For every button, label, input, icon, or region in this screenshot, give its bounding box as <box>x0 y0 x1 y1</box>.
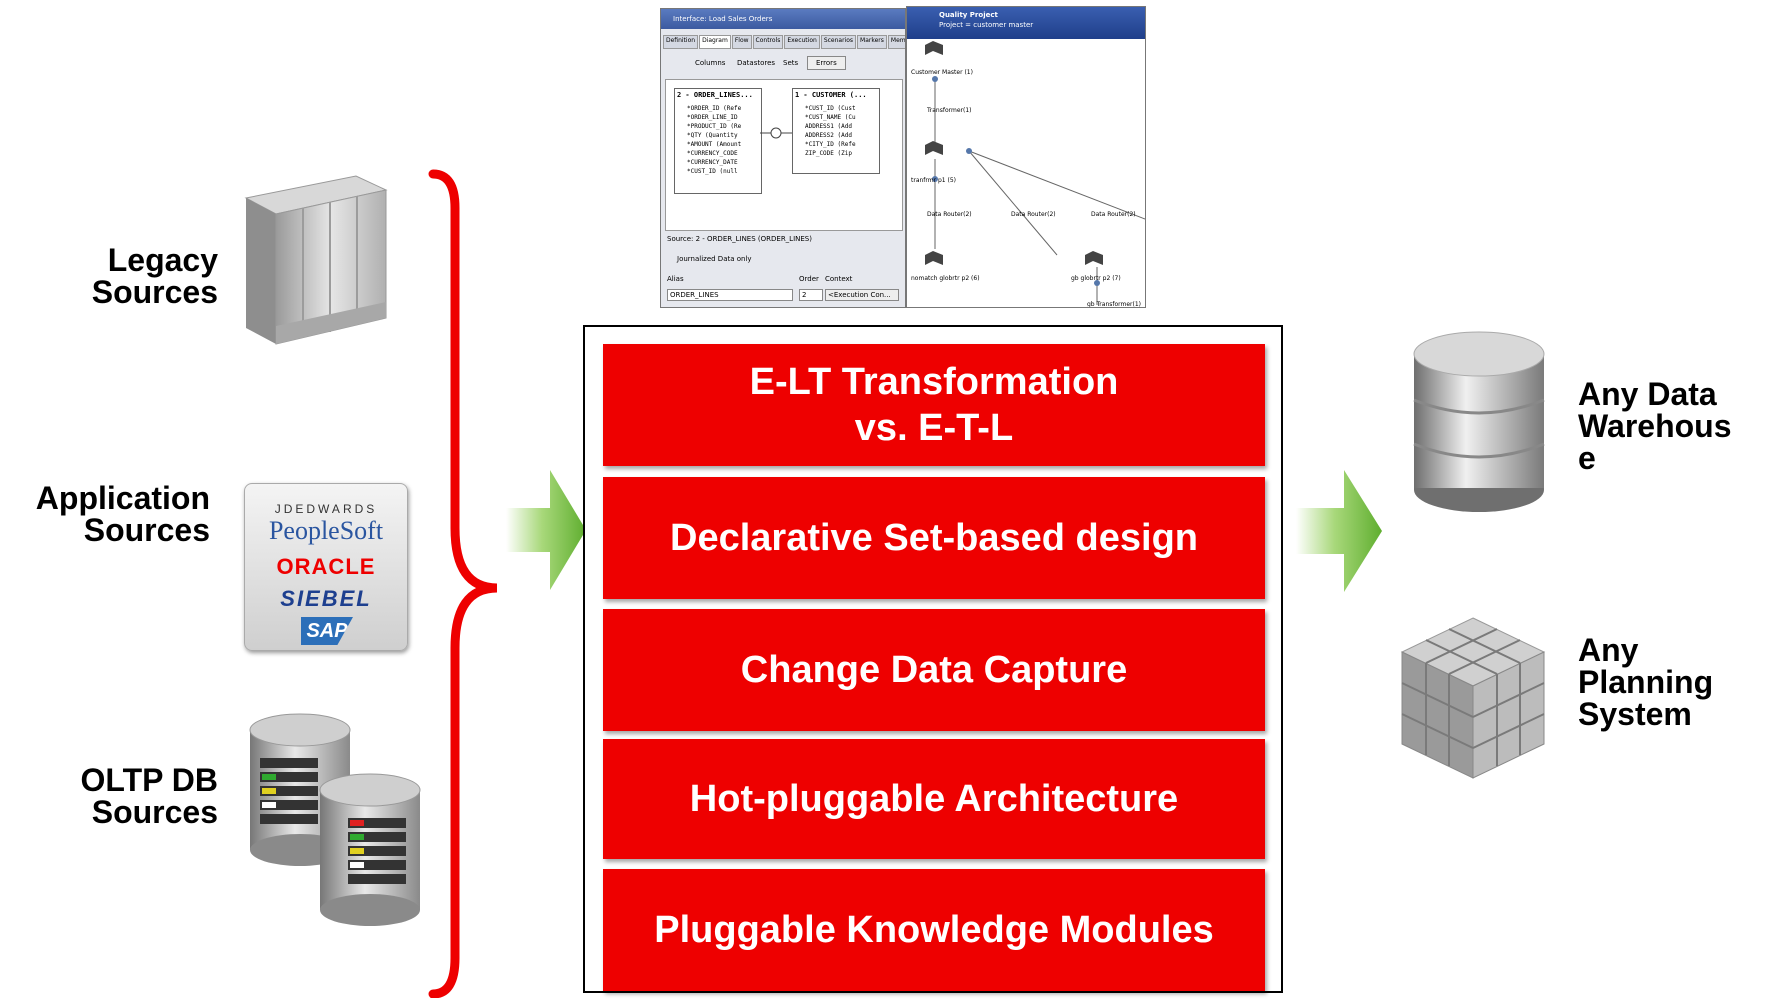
quality-node-label[interactable]: nomatch globrtr p2 (6) <box>911 275 980 282</box>
tab-execution[interactable]: Execution <box>784 35 820 49</box>
quality-title: Quality Project <box>939 11 998 19</box>
quality-node-label[interactable]: gb Transformer(1) <box>1087 301 1142 308</box>
elt-features-box: E-LT Transformation vs. E-T-L Declarativ… <box>583 325 1283 993</box>
order-lines-row: *PRODUCT_ID (Re <box>687 123 742 130</box>
jdedwards-logo: JDEDWARDS <box>274 502 378 516</box>
toolbar-columns[interactable]: Columns <box>695 59 726 67</box>
tab-markers[interactable]: Markers <box>857 35 887 49</box>
order-label: Order <box>799 275 819 283</box>
toolbar-sets[interactable]: Sets <box>783 59 799 67</box>
data-warehouse-icon <box>1408 330 1550 516</box>
legacy-server-icon <box>236 168 396 348</box>
interface-tabs: Definition Diagram Flow Controls Executi… <box>663 35 905 49</box>
planning-system-label: Any Planning System <box>1578 632 1714 732</box>
journalized-checkbox[interactable]: Journalized Data only <box>677 255 752 263</box>
interface-title-bar <box>661 9 905 29</box>
context-select[interactable]: <Execution Con... <box>825 289 899 301</box>
planning-cube-icon <box>1396 612 1550 782</box>
quality-subtitle: Project = customer master <box>939 21 1034 29</box>
order-lines-table[interactable]: 2 - ORDER_LINES... *ORDER_ID (Refe *ORDE… <box>674 88 762 194</box>
alias-label: Alias <box>667 275 684 283</box>
order-lines-header: 2 - ORDER_LINES... <box>677 91 753 99</box>
order-lines-row: *ORDER_LINE_ID <box>687 114 738 121</box>
tab-flow[interactable]: Flow <box>731 35 752 49</box>
join-connector-icon <box>760 126 792 140</box>
quality-node-label[interactable]: gb globrtr p2 (7) <box>1071 275 1121 282</box>
feature-elt-transformation: E-LT Transformation vs. E-T-L <box>603 344 1265 466</box>
application-sources-label: Application Sources <box>35 480 210 548</box>
customer-row: *CUST_ID (Cust <box>805 105 856 112</box>
order-lines-row: *ORDER_ID (Refe <box>687 105 742 112</box>
tab-definition[interactable]: Definition <box>663 35 699 49</box>
toolbar-errors-button[interactable]: Errors <box>807 56 846 70</box>
order-lines-row: *CURRENCY_CODE <box>687 150 738 157</box>
customer-table[interactable]: 1 - CUSTOMER (... *CUST_ID (Cust *CUST_N… <box>792 88 880 174</box>
oracle-logo: ORACLE <box>276 554 376 579</box>
order-lines-row: *CURRENCY_DATE <box>687 159 738 166</box>
toolbar-datastores[interactable]: Datastores <box>737 59 776 67</box>
order-lines-row: *CUST_ID (null <box>687 168 738 175</box>
data-warehouse-label: Any Data Warehous e <box>1578 376 1732 476</box>
feature-knowledge-modules: Pluggable Knowledge Modules <box>603 869 1265 991</box>
customer-row: ZIP_CODE (Zip <box>805 150 852 157</box>
tab-memo[interactable]: Memo <box>887 35 905 49</box>
input-arrow <box>506 470 586 590</box>
quality-node-label[interactable]: tranfrmr p1 (5) <box>911 177 957 184</box>
feature-declarative-design: Declarative Set-based design <box>603 477 1265 599</box>
interface-window: Interface: Load Sales Orders Definition … <box>660 8 906 308</box>
context-label: Context <box>825 275 853 283</box>
feature-change-data-capture: Change Data Capture <box>603 609 1265 731</box>
tab-scenarios[interactable]: Scenarios <box>820 35 857 49</box>
diagram-canvas: 2 - ORDER_LINES... *ORDER_ID (Refe *ORDE… <box>665 79 903 231</box>
sources-brace <box>425 168 505 999</box>
quality-project-window: Quality Project Project = customer maste… <box>906 6 1146 308</box>
oltp-sources-label: OLTP DB Sources <box>80 762 218 830</box>
interface-toolbar: Columns Datastores Sets Errors <box>665 55 901 71</box>
tab-diagram[interactable]: Diagram <box>699 35 731 49</box>
order-lines-row: *AMOUNT (Amount <box>687 141 742 148</box>
tab-controls[interactable]: Controls <box>752 35 784 49</box>
customer-row: ADDRESS1 (Add <box>805 123 852 130</box>
interface-title: Interface: Load Sales Orders <box>673 15 773 23</box>
quality-node-label[interactable]: Data Router(2) <box>1011 211 1056 218</box>
order-lines-row: *QTY (Quantity <box>687 132 738 139</box>
quality-node-label[interactable]: Customer Master (1) <box>911 69 973 76</box>
order-field[interactable]: 2 <box>799 289 823 301</box>
quality-node-label[interactable]: Data Router(2) <box>1091 211 1136 218</box>
application-logos-icon: JDEDWARDS PeopleSoft ORACLE SIEBEL SAP <box>244 483 408 651</box>
customer-header: 1 - CUSTOMER (... <box>795 91 867 99</box>
alias-field[interactable]: ORDER_LINES <box>667 289 793 301</box>
oltp-database-icon <box>240 710 430 930</box>
quality-node-label[interactable]: Data Router(2) <box>927 211 972 218</box>
customer-row: ADDRESS2 (Add <box>805 132 852 139</box>
customer-row: *CITY_ID (Refe <box>805 141 856 148</box>
quality-flow-graph <box>925 41 1145 305</box>
source-panel-title: Source: 2 - ORDER_LINES (ORDER_LINES) <box>667 235 812 243</box>
source-panel: Source: 2 - ORDER_LINES (ORDER_LINES) Jo… <box>665 233 901 307</box>
legacy-sources-label: Legacy Sources <box>91 242 218 310</box>
siebel-logo: SIEBEL <box>280 586 372 611</box>
peoplesoft-logo: PeopleSoft <box>268 516 384 545</box>
quality-title-bar <box>907 7 1145 39</box>
sap-logo: SAP <box>301 617 353 645</box>
output-arrow <box>1296 470 1382 592</box>
feature-hot-pluggable: Hot-pluggable Architecture <box>603 739 1265 859</box>
quality-node-label[interactable]: Transformer(1) <box>927 107 972 114</box>
customer-row: *CUST_NAME (Cu <box>805 114 856 121</box>
